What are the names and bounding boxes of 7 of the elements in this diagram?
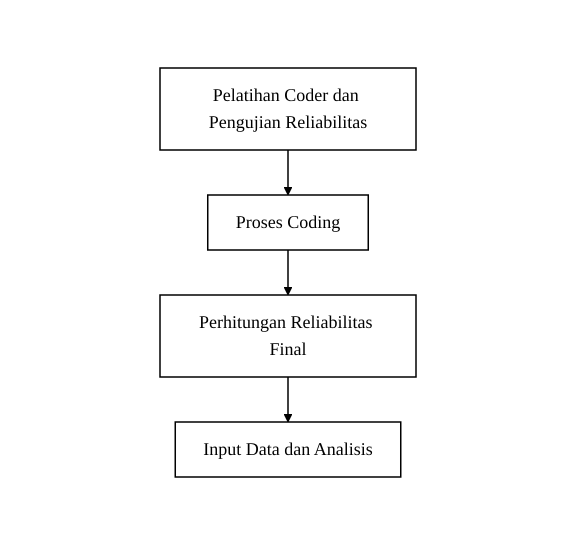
arrow xyxy=(284,150,292,196)
node-box: Pelatihan Coder dan Pengujian Reliabilitas xyxy=(159,67,417,151)
node-box: Proses Coding xyxy=(207,194,369,251)
arrow xyxy=(284,377,292,422)
node-box: Input Data dan Analisis xyxy=(174,421,402,478)
node-box: Perhitungan Reliabilitas Final xyxy=(159,294,417,378)
arrow xyxy=(284,250,292,296)
